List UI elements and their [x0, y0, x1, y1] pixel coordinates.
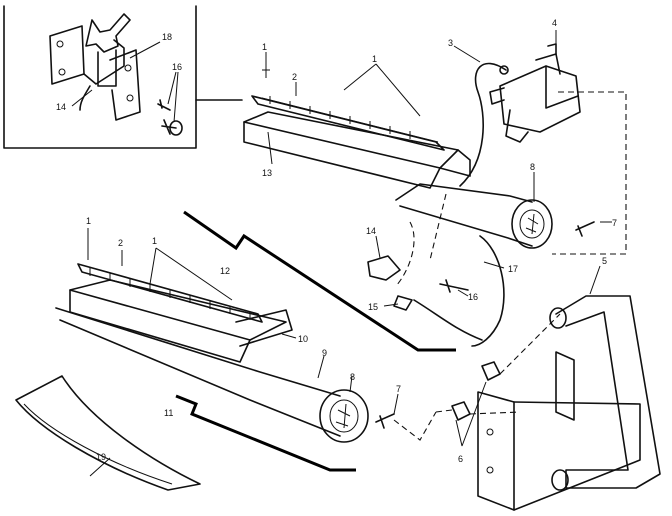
fitting-upper: [481, 361, 501, 381]
callout-upper-5: 5: [602, 256, 607, 266]
upper-burner-assembly: 1 1 2 3 4 8 7 13 12 14 15 16 17: [220, 18, 627, 347]
inset-screw-2: [161, 119, 177, 135]
callout-lower-1b: 1: [152, 236, 157, 246]
callout-upper-14: 14: [366, 226, 376, 236]
lower-burner-rail: [77, 263, 263, 323]
break-line-lower: [175, 394, 356, 472]
inset-t-handle: [85, 13, 131, 53]
pilot-tube: [471, 235, 505, 347]
callout-lower-11: 11: [164, 408, 173, 418]
inset-screw: [157, 99, 171, 111]
callout-inset-14: 14: [56, 102, 66, 112]
callout-upper-1b: 1: [372, 54, 377, 64]
inset-border: [3, 5, 197, 149]
inset-mount-bracket: [109, 49, 141, 121]
callout-upper-4: 4: [552, 18, 557, 28]
callout-inset-18: 18: [162, 32, 172, 42]
lower-burner-tube: [55, 307, 341, 397]
callout-upper-8: 8: [530, 162, 535, 172]
callout-inset-16: 16: [172, 62, 182, 72]
callout-upper-3: 3: [448, 38, 453, 48]
callout-upper-16: 16: [468, 292, 478, 302]
callout-lower-9: 9: [322, 348, 327, 358]
callout-upper-15: 15: [368, 302, 378, 312]
manifold-bracket-right: [555, 351, 575, 421]
callout-upper-17: 17: [508, 264, 518, 274]
callout-upper-13: 13: [262, 168, 272, 178]
manifold-pipe: [555, 295, 661, 489]
break-line-upper: [183, 210, 456, 352]
lower-burner-channel: [69, 279, 287, 341]
upper-burner-tube: [395, 183, 533, 203]
lower-burner-head: [319, 389, 369, 443]
heat-deflector: [15, 375, 201, 491]
upper-screw: [575, 221, 595, 237]
callout-lower-1: 1: [86, 216, 91, 226]
callout-upper-7: 7: [612, 218, 617, 228]
callout-lower-19: 19: [96, 452, 106, 462]
fitting-lower: [451, 401, 471, 421]
manifold-bracket-left: [477, 391, 515, 511]
lower-burner-assembly: 1 1 2 10 9 8 7 11 19: [15, 216, 401, 491]
callout-upper-1: 1: [262, 42, 267, 52]
upper-burner-head: [511, 199, 553, 249]
callout-upper-2: 2: [292, 72, 297, 82]
callout-lower-7: 7: [396, 384, 401, 394]
lower-screw: [375, 413, 395, 429]
upper-pilot-bracket: [367, 255, 401, 281]
callout-lower-6: 6: [458, 454, 463, 464]
upper-pilot-screw: [439, 279, 469, 293]
callout-lower-8: 8: [350, 372, 355, 382]
inset-pilot-body: [97, 49, 117, 87]
callout-lower-10: 10: [298, 334, 308, 344]
upper-orifice: [393, 295, 413, 311]
inset-detail: 14 18 16: [3, 5, 243, 149]
inset-bracket-plate: [49, 25, 85, 85]
manifold-assembly: 5 6: [393, 256, 661, 511]
callout-lower-2: 2: [118, 238, 123, 248]
callout-upper-12: 12: [220, 266, 230, 276]
thermocouple-line: [459, 62, 507, 187]
